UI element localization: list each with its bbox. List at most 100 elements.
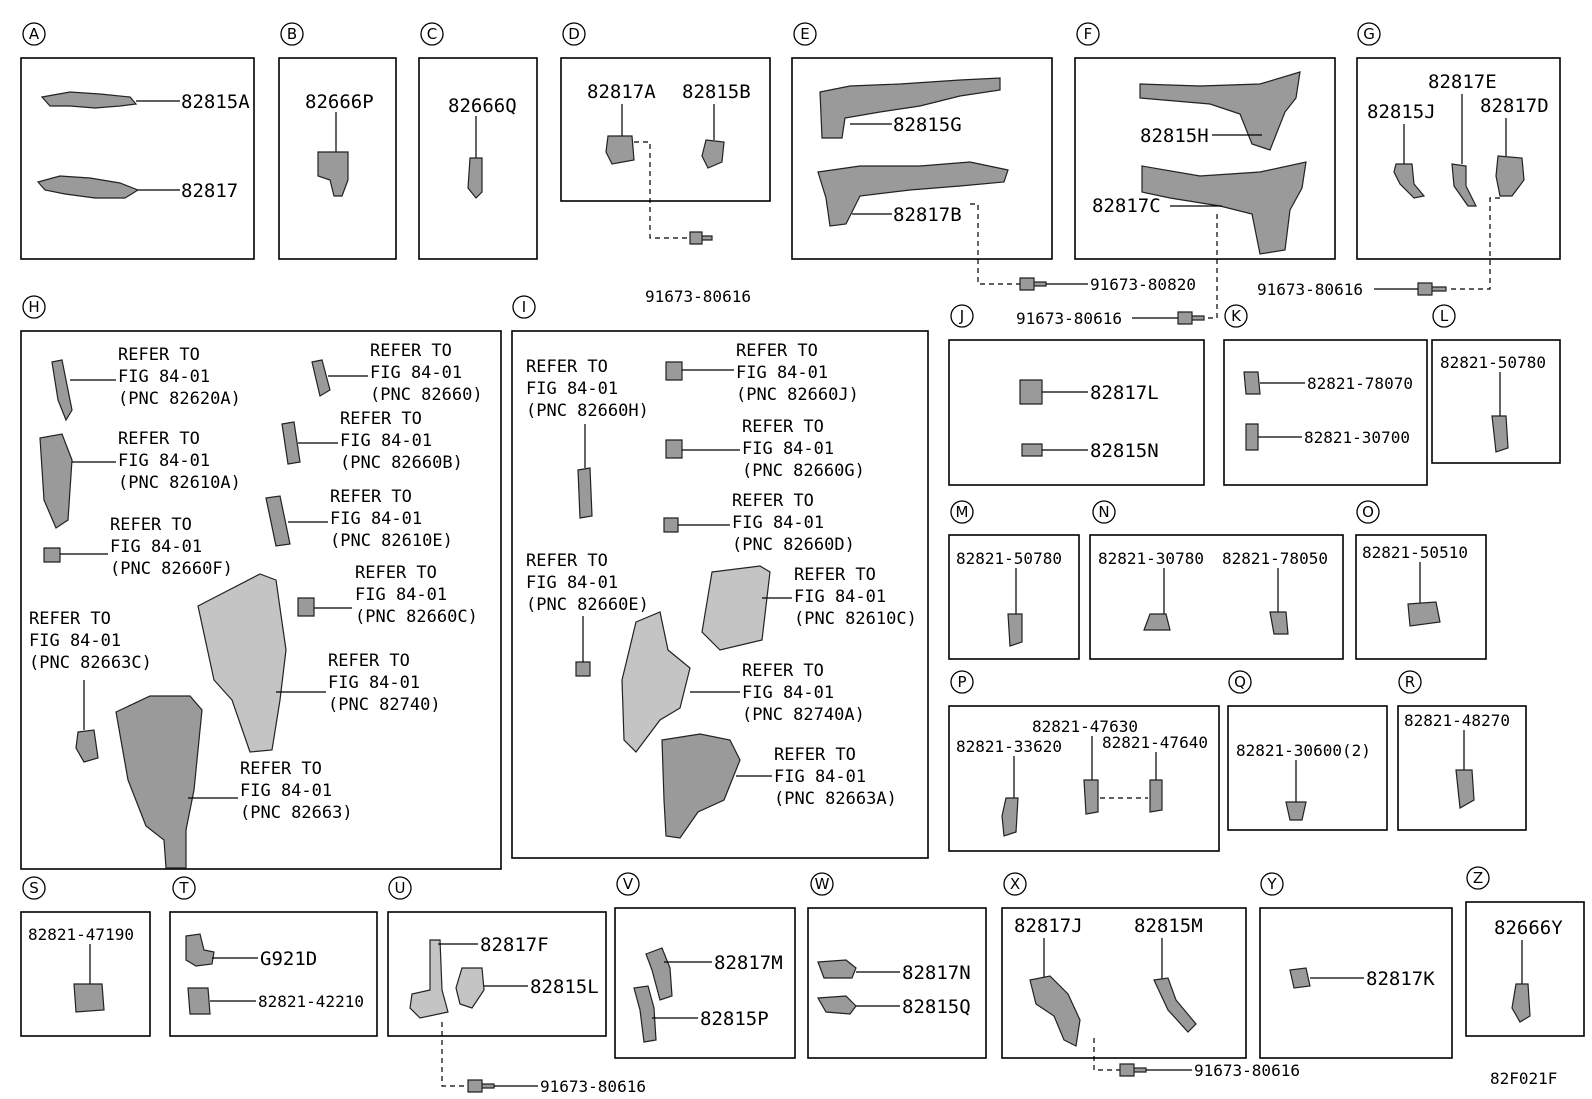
- part-label-82821-78070[interactable]: 82821-78070: [1307, 374, 1413, 393]
- bolt-e-shape[interactable]: [1019, 277, 1047, 291]
- part-82817j-shape[interactable]: [1029, 975, 1081, 1047]
- part-label-82821-50780-m[interactable]: 82821-50780: [956, 549, 1062, 568]
- part-82817m-shape[interactable]: [645, 947, 673, 1001]
- part-label-82815g[interactable]: 82815G: [893, 114, 962, 136]
- part-label-82815n[interactable]: 82815N: [1090, 440, 1159, 462]
- part-label-82815m[interactable]: 82815M: [1134, 915, 1203, 937]
- part-label-82815l[interactable]: 82815L: [530, 976, 599, 998]
- part-label-82666q[interactable]: 82666Q: [448, 95, 517, 117]
- part-pnc-82610a-shape[interactable]: [39, 433, 73, 529]
- part-label-82821-47190[interactable]: 82821-47190: [28, 925, 134, 944]
- part-82815p-shape[interactable]: [633, 985, 657, 1043]
- part-pnc-82660g-shape[interactable]: [665, 439, 683, 459]
- ref-82620a[interactable]: REFER TO FIG 84-01 (PNC 82620A): [118, 345, 241, 409]
- part-label-82817j[interactable]: 82817J: [1014, 915, 1083, 937]
- part-82817b-shape[interactable]: [817, 161, 1009, 227]
- bolt-u-shape[interactable]: [467, 1079, 495, 1093]
- part-82821-50780-l-shape[interactable]: [1491, 415, 1509, 453]
- part-pnc-82740a-shape[interactable]: [621, 611, 691, 753]
- part-label-82817d[interactable]: 82817D: [1480, 95, 1549, 117]
- part-label-82821-30700[interactable]: 82821-30700: [1304, 428, 1410, 447]
- bolt-label-g[interactable]: 91673-80616: [1257, 280, 1363, 299]
- part-label-82821-42210[interactable]: 82821-42210: [258, 992, 364, 1011]
- part-pnc-82660c-shape[interactable]: [297, 597, 315, 617]
- part-pnc-82660f-shape[interactable]: [43, 547, 61, 563]
- part-82817e-shape[interactable]: [1451, 163, 1477, 207]
- bolt-label-d[interactable]: 91673-80616: [645, 287, 751, 306]
- part-label-82817f[interactable]: 82817F: [480, 934, 549, 956]
- part-82821-50510-shape[interactable]: [1407, 601, 1441, 627]
- part-82817d-shape[interactable]: [1495, 155, 1525, 197]
- part-pnc-82660-shape[interactable]: [311, 359, 331, 397]
- part-label-82817k[interactable]: 82817K: [1366, 968, 1435, 990]
- part-82817-shape[interactable]: [36, 175, 140, 199]
- part-82817k-shape[interactable]: [1289, 967, 1311, 989]
- ref-82660g[interactable]: REFER TO FIG 84-01 (PNC 82660G): [742, 417, 865, 481]
- part-82821-30600-shape[interactable]: [1285, 801, 1307, 821]
- part-label-82817e[interactable]: 82817E: [1428, 71, 1497, 93]
- bolt-g-shape[interactable]: [1417, 282, 1447, 296]
- part-label-82666y[interactable]: 82666Y: [1494, 917, 1563, 939]
- part-label-82821-33620[interactable]: 82821-33620: [956, 737, 1062, 756]
- part-82817a-shape[interactable]: [605, 135, 635, 165]
- ref-82660f[interactable]: REFER TO FIG 84-01 (PNC 82660F): [110, 515, 233, 579]
- part-pnc-82660e-shape[interactable]: [575, 661, 591, 677]
- part-label-82821-47640[interactable]: 82821-47640: [1102, 733, 1208, 752]
- part-label-82817n[interactable]: 82817N: [902, 962, 971, 984]
- ref-82660c[interactable]: REFER TO FIG 84-01 (PNC 82660C): [355, 563, 478, 627]
- ref-82610a[interactable]: REFER TO FIG 84-01 (PNC 82610A): [118, 429, 241, 493]
- part-label-82821-47630[interactable]: 82821-47630: [1032, 717, 1138, 736]
- part-label-82821-50780-l[interactable]: 82821-50780: [1440, 353, 1546, 372]
- part-label-82817a[interactable]: 82817A: [587, 81, 656, 103]
- part-82821-33620-shape[interactable]: [1001, 797, 1019, 837]
- part-82815m-shape[interactable]: [1153, 977, 1197, 1033]
- part-82817f-shape[interactable]: [409, 939, 449, 1019]
- part-label-82821-78050[interactable]: 82821-78050: [1222, 549, 1328, 568]
- part-pnc-82610e-shape[interactable]: [265, 495, 291, 547]
- ref-82663c[interactable]: REFER TO FIG 84-01 (PNC 82663C): [29, 609, 152, 673]
- part-82821-78070-shape[interactable]: [1243, 371, 1261, 395]
- part-pnc-82620a-shape[interactable]: [51, 359, 73, 422]
- part-pnc-82663-shape[interactable]: [115, 695, 203, 869]
- ref-82660b[interactable]: REFER TO FIG 84-01 (PNC 82660B): [340, 409, 463, 473]
- ref-82660[interactable]: REFER TO FIG 84-01 (PNC 82660): [370, 341, 483, 405]
- part-label-82815a[interactable]: 82815A: [181, 91, 250, 113]
- part-82815l-shape[interactable]: [455, 967, 485, 1009]
- part-pnc-82740-shape[interactable]: [197, 573, 287, 753]
- part-82666y-shape[interactable]: [1511, 983, 1531, 1023]
- part-82666p-shape[interactable]: [317, 151, 349, 197]
- part-label-g921d[interactable]: G921D: [260, 948, 317, 970]
- part-label-82666p[interactable]: 82666P: [305, 91, 374, 113]
- ref-82663a[interactable]: REFER TO FIG 84-01 (PNC 82663A): [774, 745, 897, 809]
- ref-82740a[interactable]: REFER TO FIG 84-01 (PNC 82740A): [742, 661, 865, 725]
- part-82821-47630-shape[interactable]: [1083, 779, 1099, 815]
- part-82821-47640-shape[interactable]: [1149, 779, 1163, 813]
- bolt-label-f[interactable]: 91673-80616: [1016, 309, 1122, 328]
- part-82821-30700-shape[interactable]: [1245, 423, 1259, 451]
- part-82815g-shape[interactable]: [819, 77, 1001, 139]
- ref-82740[interactable]: REFER TO FIG 84-01 (PNC 82740): [328, 651, 441, 715]
- part-pnc-82663c-shape[interactable]: [75, 729, 99, 763]
- ref-82660h[interactable]: REFER TO FIG 84-01 (PNC 82660H): [526, 357, 649, 421]
- bolt-label-x[interactable]: 91673-80616: [1194, 1061, 1300, 1080]
- part-pnc-82660h-shape[interactable]: [577, 467, 593, 519]
- part-82815j-shape[interactable]: [1393, 163, 1426, 199]
- bolt-label-e[interactable]: 91673-80820: [1090, 275, 1196, 294]
- part-82666q-shape[interactable]: [467, 157, 483, 199]
- part-82815b-shape[interactable]: [701, 139, 725, 169]
- part-label-82817l[interactable]: 82817L: [1090, 382, 1159, 404]
- ref-82610c[interactable]: REFER TO FIG 84-01 (PNC 82610C): [794, 565, 917, 629]
- ref-82610e[interactable]: REFER TO FIG 84-01 (PNC 82610E): [330, 487, 453, 551]
- part-label-82815j[interactable]: 82815J: [1367, 101, 1436, 123]
- part-pnc-82660b-shape[interactable]: [281, 421, 301, 465]
- part-pnc-82663a-shape[interactable]: [661, 733, 741, 839]
- ref-82660d[interactable]: REFER TO FIG 84-01 (PNC 82660D): [732, 491, 855, 555]
- part-g921d-shape[interactable]: [185, 933, 215, 967]
- ref-82660e[interactable]: REFER TO FIG 84-01 (PNC 82660E): [526, 551, 649, 615]
- part-82817c-shape[interactable]: [1141, 161, 1307, 255]
- bolt-f-shape[interactable]: [1177, 311, 1205, 325]
- part-82815n-shape[interactable]: [1021, 443, 1043, 457]
- part-82821-47190-shape[interactable]: [73, 983, 105, 1013]
- part-label-82817b[interactable]: 82817B: [893, 204, 962, 226]
- part-82821-30780-shape[interactable]: [1143, 613, 1171, 631]
